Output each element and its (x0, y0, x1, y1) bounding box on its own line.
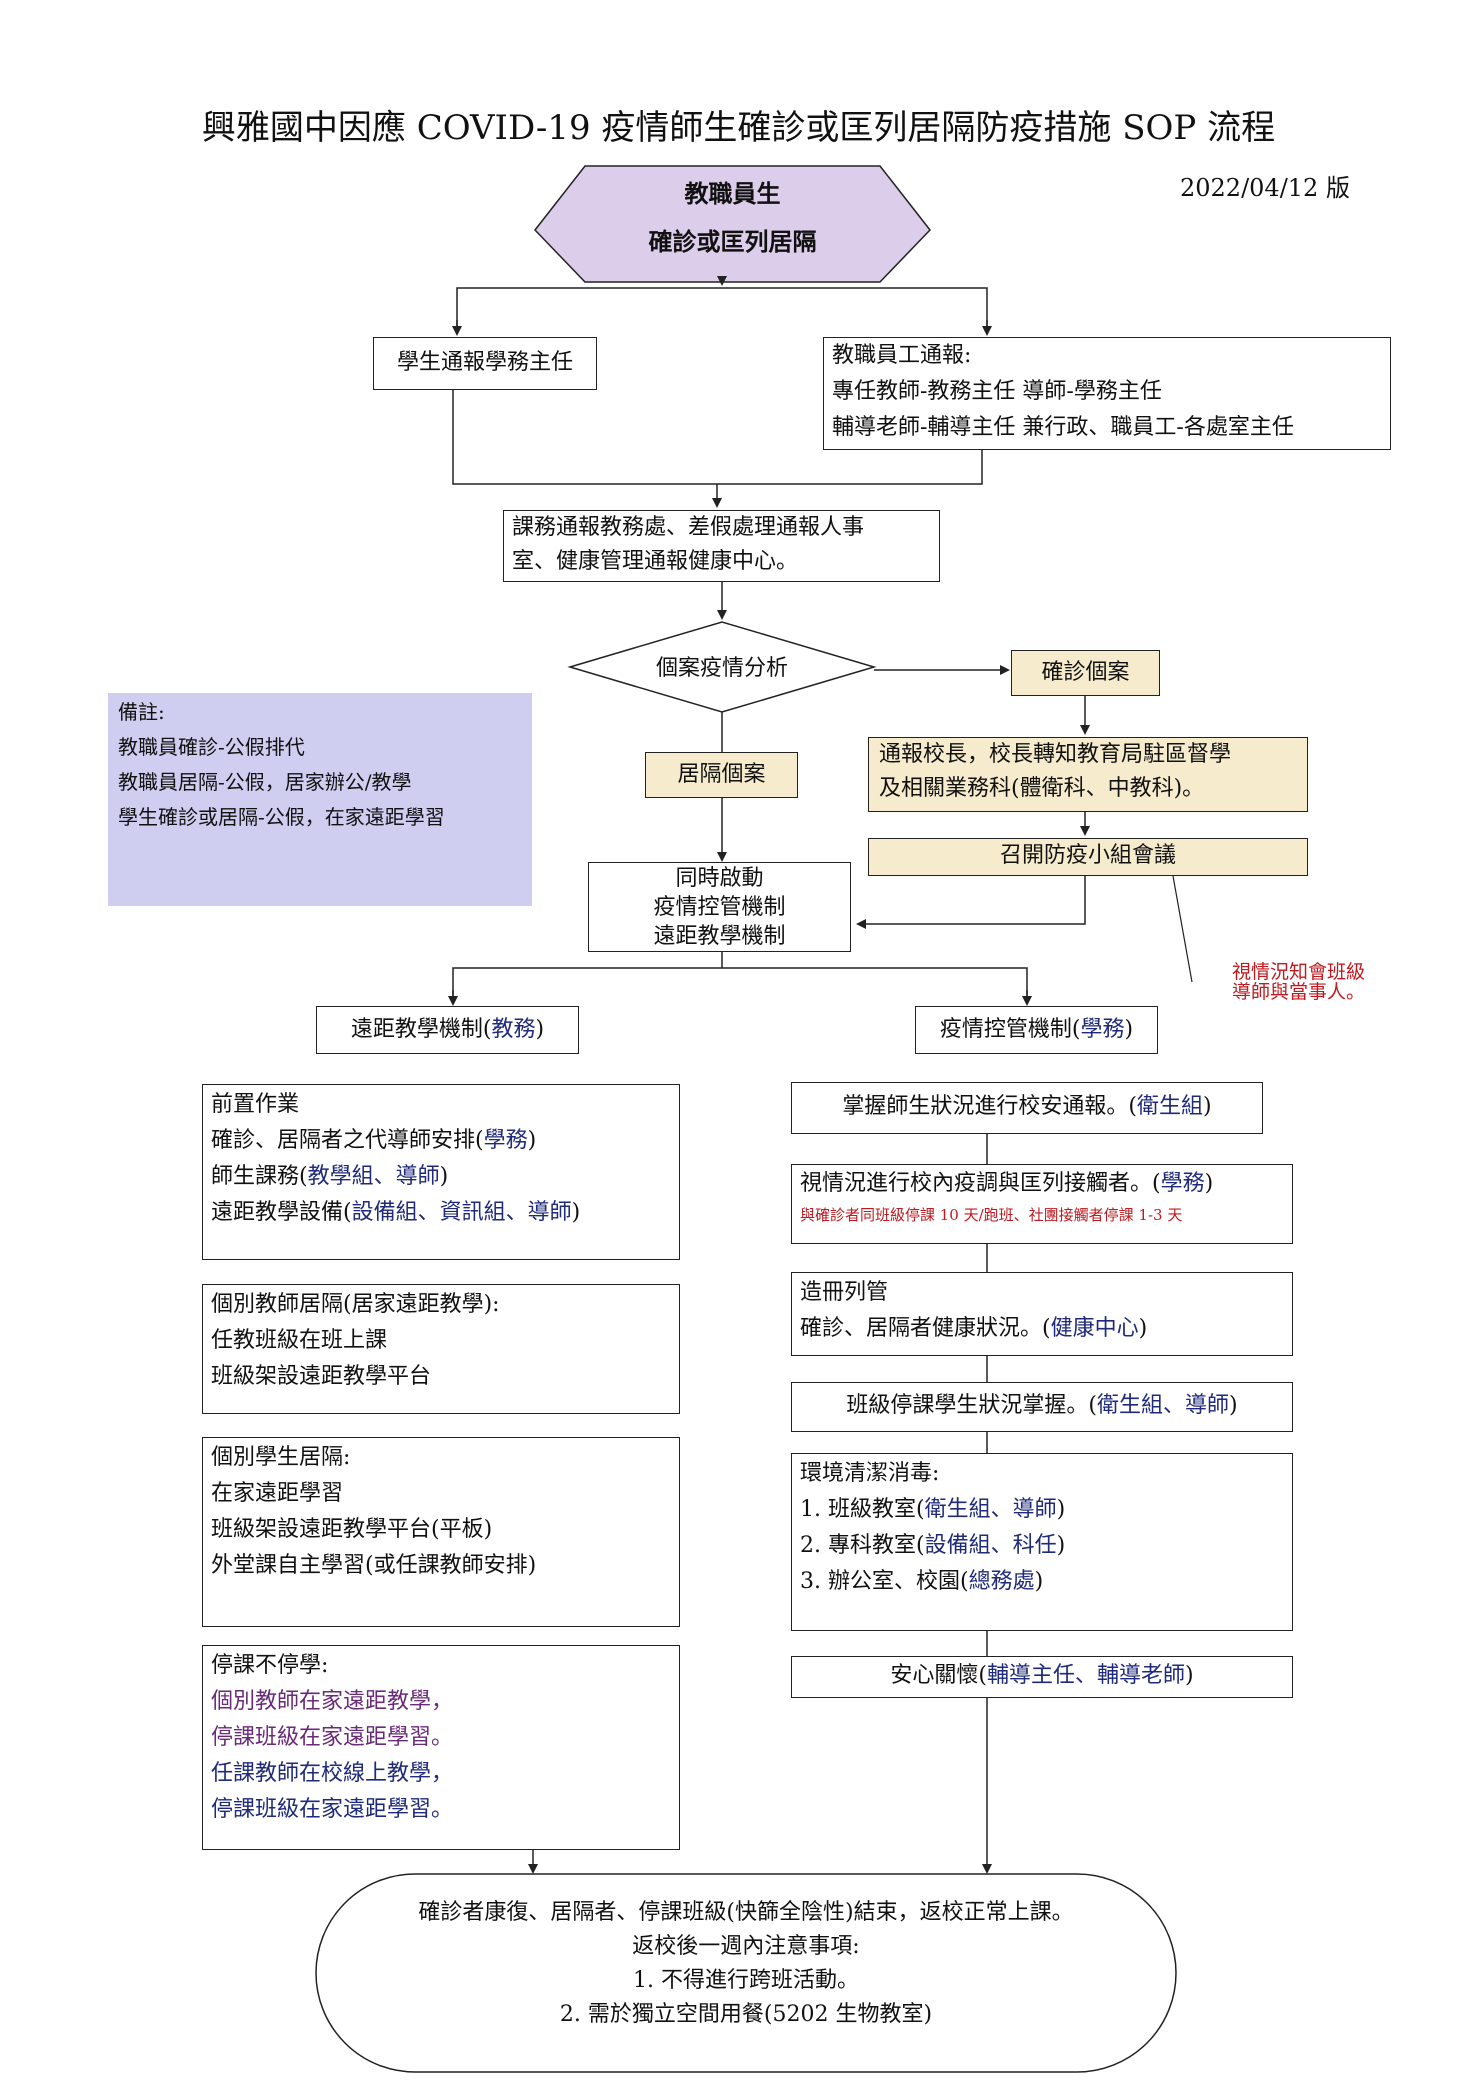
end-line-2: 返校後一週內注意事項: (632, 1934, 860, 1959)
meeting-note-line-1: 視情況知會班級 (1232, 961, 1366, 983)
prep-line-3: 遠距教學設備(設備組、資訊組、導師) (211, 1200, 581, 1225)
staff-report-line-2: 輔導老師-輔導主任 兼行政、職員工-各處室主任 (832, 415, 1294, 440)
teacher-quarantine-heading: 個別教師居隔(居家遠距教學): (211, 1292, 500, 1317)
teacher-quarantine-line-1: 任教班級在班上課 (211, 1328, 388, 1353)
disinfection-item-3: 3. 辦公室、校園(總務處) (800, 1569, 1044, 1594)
office-report-line-1: 課務通報教務處、差假處理通報人事 (512, 515, 865, 540)
confirmed-case-box: 確診個案 (1011, 650, 1160, 696)
end-terminal (315, 1873, 1177, 2073)
suspend-box: 停課不停學: 個別教師在家遠距教學， 停課班級在家遠距學習。 任課教師在校線上教… (202, 1645, 680, 1850)
staff-report-heading: 教職員工通報: (832, 343, 972, 368)
disinfection-heading: 環境清潔消毒: (800, 1461, 940, 1486)
student-quarantine-box: 個別學生居隔: 在家遠距學習 班級架設遠距教學平台(平板) 外堂課自主學習(或任… (202, 1437, 680, 1627)
start-node: 教職員生 確診或匡列居隔 (585, 170, 880, 266)
remote-header-text: 遠距教學機制( (350, 1017, 492, 1042)
health-register-heading: 造冊列管 (800, 1280, 889, 1305)
prep-line-1: 確診、居隔者之代導師安排(學務) (211, 1128, 537, 1153)
end-line-4: 2. 需於獨立空間用餐(5202 生物教室) (559, 2002, 933, 2027)
prep-box: 前置作業 確診、居隔者之代導師安排(學務) 師生課務(教學組、導師) 遠距教學設… (202, 1084, 680, 1260)
office-report-box: 課務通報教務處、差假處理通報人事 室、健康管理通報健康中心。 (503, 510, 940, 582)
notify-line-2: 及相關業務科(體衛科、中教科)。 (879, 776, 1205, 801)
office-report-line-2: 室、健康管理通報健康中心。 (512, 549, 799, 574)
prep-heading: 前置作業 (211, 1092, 300, 1117)
notes-item: 教職員確診-公假排代 (118, 735, 305, 759)
class-suspension-box: 班級停課學生狀況掌握。(衛生組、導師) (791, 1382, 1293, 1432)
end-line-1: 確診者康復、居隔者、停課班級(快篩全陰性)結束，返校正常上課。 (418, 1900, 1074, 1925)
meeting-note-line-2: 導師與當事人。 (1232, 981, 1366, 1003)
notify-line-1: 通報校長，校長轉知教育局駐區督學 (879, 742, 1232, 767)
disinfection-item-1: 1. 班級教室(衛生組、導師) (800, 1497, 1066, 1522)
student-report-box: 學生通報學務主任 (373, 337, 597, 390)
notes-item: 教職員居隔-公假，居家辦公/教學 (118, 770, 412, 794)
notes-panel: 備註: 教職員確診-公假排代 教職員居隔-公假，居家辦公/教學 學生確診或居隔-… (108, 693, 532, 906)
start-hexagon (534, 165, 931, 283)
control-header-text: 疫情控管機制( (939, 1017, 1081, 1042)
suspend-line-2: 停課班級在家遠距學習。 (211, 1725, 454, 1750)
remote-teaching-header: 遠距教學機制(教務) (316, 1006, 579, 1054)
launch-line-3: 遠距教學機制 (653, 924, 786, 949)
page-title: 興雅國中因應 COVID-19 疫情師生確診或匡列居隔防疫措施 SOP 流程 (201, 108, 1276, 148)
end-line-3: 1. 不得進行跨班活動。 (633, 1968, 859, 1993)
quarantine-case-box: 居隔個案 (645, 752, 798, 798)
student-quarantine-heading: 個別學生居隔: (211, 1445, 351, 1470)
staff-report-box: 教職員工通報: 專任教師-教務主任 導師-學務主任 輔導老師-輔導主任 兼行政、… (823, 337, 1391, 450)
suspend-line-3: 任課教師在校線上教學， (211, 1761, 454, 1786)
start-line-1: 教職員生 (684, 179, 781, 208)
suspend-heading: 停課不停學: (211, 1653, 329, 1678)
health-register-line: 確診、居隔者健康狀況。(健康中心) (800, 1316, 1148, 1341)
disinfection-item-2: 2. 專科教室(設備組、科任) (800, 1533, 1066, 1558)
meeting-note: 視情況知會班級 導師與當事人。 (1232, 962, 1365, 1002)
control-header-close: ) (1124, 1017, 1134, 1042)
launch-line-1: 同時啟動 (675, 866, 764, 891)
prep-line-2: 師生課務(教學組、導師) (211, 1164, 449, 1189)
contact-tracing-line: 視情況進行校內疫調與匡列接觸者。(學務) (800, 1171, 1214, 1196)
staff-report-line-1: 專任教師-教務主任 導師-學務主任 (832, 379, 1162, 404)
disinfection-box: 環境清潔消毒: 1. 班級教室(衛生組、導師) 2. 專科教室(設備組、科任) … (791, 1453, 1293, 1631)
version-label: 2022/04/12 版 (1180, 174, 1350, 202)
suspend-line-1: 個別教師在家遠距教學， (211, 1689, 454, 1714)
campus-safety-report-box: 掌握師生狀況進行校安通報。(衛生組) (791, 1082, 1263, 1134)
start-line-2: 確診或匡列居隔 (648, 227, 817, 256)
meeting-box: 召開防疫小組會議 (868, 838, 1308, 876)
student-quarantine-line-1: 在家遠距學習 (211, 1481, 344, 1506)
remote-header-unit: 教務 (491, 1017, 536, 1042)
teacher-quarantine-box: 個別教師居隔(居家遠距教學): 任教班級在班上課 班級架設遠距教學平台 (202, 1284, 680, 1414)
launch-box: 同時啟動 疫情控管機制 遠距教學機制 (588, 862, 851, 952)
student-quarantine-line-2: 班級架設遠距教學平台(平板) (211, 1517, 493, 1542)
notes-heading: 備註: (118, 700, 165, 724)
contact-tracing-box: 視情況進行校內疫調與匡列接觸者。(學務) 與確診者同班級停課 10 天/跑班、社… (791, 1164, 1293, 1244)
launch-line-2: 疫情控管機制 (653, 895, 786, 920)
end-node: 確診者康復、居隔者、停課班級(快篩全陰性)結束，返校正常上課。 返校後一週內注意… (316, 1896, 1176, 2032)
remote-header-close: ) (535, 1017, 545, 1042)
decision-diamond (567, 621, 877, 713)
teacher-quarantine-line-2: 班級架設遠距教學平台 (211, 1364, 432, 1389)
health-register-box: 造冊列管 確診、居隔者健康狀況。(健康中心) (791, 1272, 1293, 1356)
decision-label: 個案疫情分析 (655, 656, 788, 681)
counseling-care-box: 安心關懷(輔導主任、輔導老師) (791, 1656, 1293, 1698)
epidemic-control-header: 疫情控管機制(學務) (915, 1006, 1158, 1054)
suspend-line-4: 停課班級在家遠距學習。 (211, 1797, 454, 1822)
control-header-unit: 學務 (1080, 1017, 1125, 1042)
contact-tracing-note: 與確診者同班級停課 10 天/跑班、社團接觸者停課 1-3 天 (800, 1206, 1183, 1224)
notify-principal-box: 通報校長，校長轉知教育局駐區督學 及相關業務科(體衛科、中教科)。 (868, 737, 1308, 812)
notes-item: 學生確診或居隔-公假，在家遠距學習 (118, 805, 445, 829)
student-quarantine-line-3: 外堂課自主學習(或任課教師安排) (211, 1553, 537, 1578)
